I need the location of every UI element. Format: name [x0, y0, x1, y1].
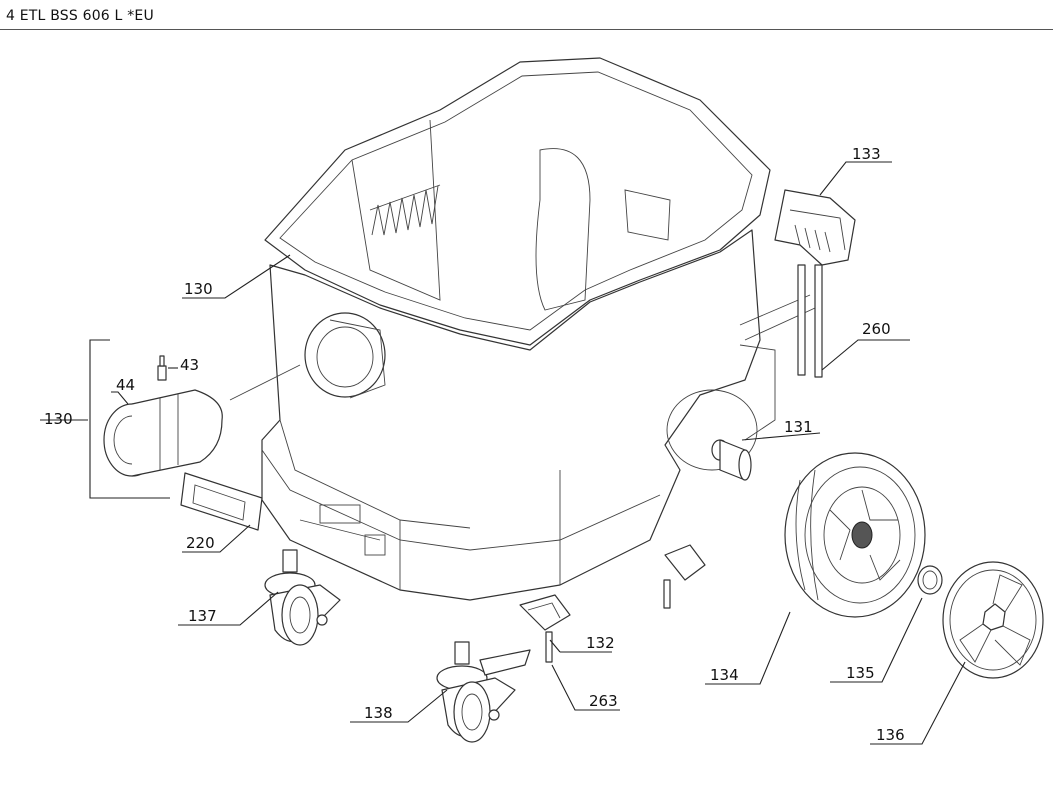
inlet-adapter — [103, 364, 301, 477]
page-header: 4 ETL BSS 606 L *EU — [0, 0, 1053, 30]
bracket-upper — [663, 544, 706, 609]
castor-138 — [436, 641, 531, 743]
container-tub — [261, 57, 816, 601]
castor-137 — [264, 549, 341, 646]
leader-lines — [40, 161, 966, 745]
pin-43 — [157, 355, 167, 381]
filter-fins — [371, 185, 439, 236]
callout-130-container: 130 — [184, 280, 213, 298]
callout-130-inlet: 130 — [44, 410, 73, 428]
callout-137: 137 — [188, 607, 217, 625]
callout-260: 260 — [862, 320, 891, 338]
callout-131: 131 — [784, 418, 813, 436]
hub-cap-136 — [942, 561, 1044, 679]
callout-138: 138 — [364, 704, 393, 722]
callout-135: 135 — [846, 664, 875, 682]
callout-263: 263 — [589, 692, 618, 710]
callout-132: 132 — [586, 634, 615, 652]
retaining-ring-135 — [917, 565, 943, 595]
callout-220: 220 — [186, 534, 215, 552]
label-plate — [180, 472, 263, 531]
callout-44: 44 — [116, 376, 135, 394]
group-bracket-130 — [89, 339, 170, 499]
wheel-134 — [784, 452, 926, 618]
callout-134: 134 — [710, 666, 739, 684]
document-title: 4 ETL BSS 606 L *EU — [6, 8, 154, 24]
callout-136: 136 — [876, 726, 905, 744]
callout-43: 43 — [180, 356, 199, 374]
callout-133: 133 — [852, 145, 881, 163]
handle-133 — [774, 189, 856, 378]
axle-131 — [711, 439, 752, 481]
callout-labels: 130 43 44 130 220 137 138 132 263 131 13… — [44, 145, 905, 744]
bracket-132 — [519, 594, 571, 663]
header-divider — [0, 29, 1053, 30]
